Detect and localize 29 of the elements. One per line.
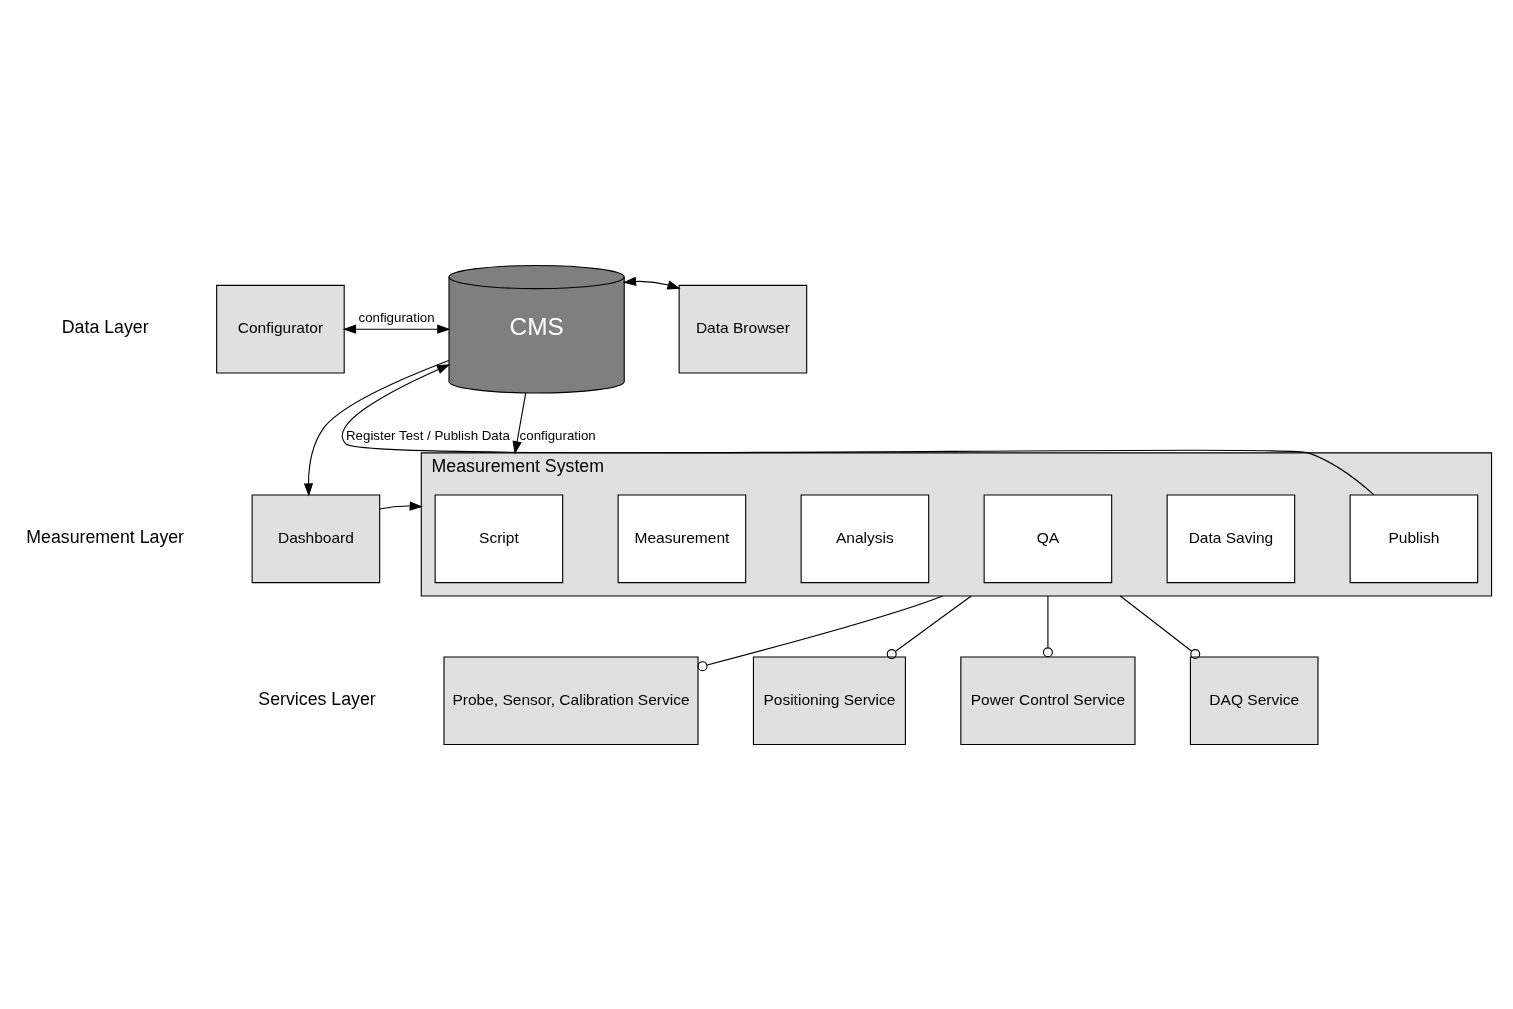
node-box: Probe, Sensor, Calibration Service	[443, 655, 699, 745]
node-box: QA	[983, 493, 1113, 583]
arrow	[342, 324, 451, 334]
connector	[697, 594, 944, 671]
arrow	[341, 363, 1375, 495]
node-box: Data Browser	[678, 284, 808, 374]
node-box: Script	[434, 493, 564, 583]
node-box: Measurement	[617, 493, 747, 583]
label: Measurement Layer	[26, 526, 185, 547]
node-box: Data Saving	[1166, 493, 1296, 583]
node-box: DAQ Service	[1189, 655, 1319, 745]
node-box: Configurator	[216, 284, 345, 374]
arrow	[512, 392, 527, 455]
connector	[1042, 594, 1053, 657]
node-box: Power Control Service	[960, 655, 1136, 745]
edge-label: configuration	[519, 427, 596, 443]
label: Services Layer	[258, 688, 376, 709]
arrow	[379, 500, 423, 511]
node-box: Publish	[1349, 493, 1479, 583]
connector	[886, 594, 972, 659]
label: Data Layer	[61, 316, 149, 337]
node-box: Positioning Service	[752, 655, 906, 745]
arrow	[622, 276, 681, 289]
node-box: Dashboard	[251, 493, 381, 583]
node-box: Analysis	[800, 493, 930, 583]
arrow	[303, 359, 450, 497]
connector	[1119, 594, 1201, 659]
edge-label: configuration	[358, 309, 435, 325]
edge-label: Register Test / Publish Data	[346, 427, 510, 443]
